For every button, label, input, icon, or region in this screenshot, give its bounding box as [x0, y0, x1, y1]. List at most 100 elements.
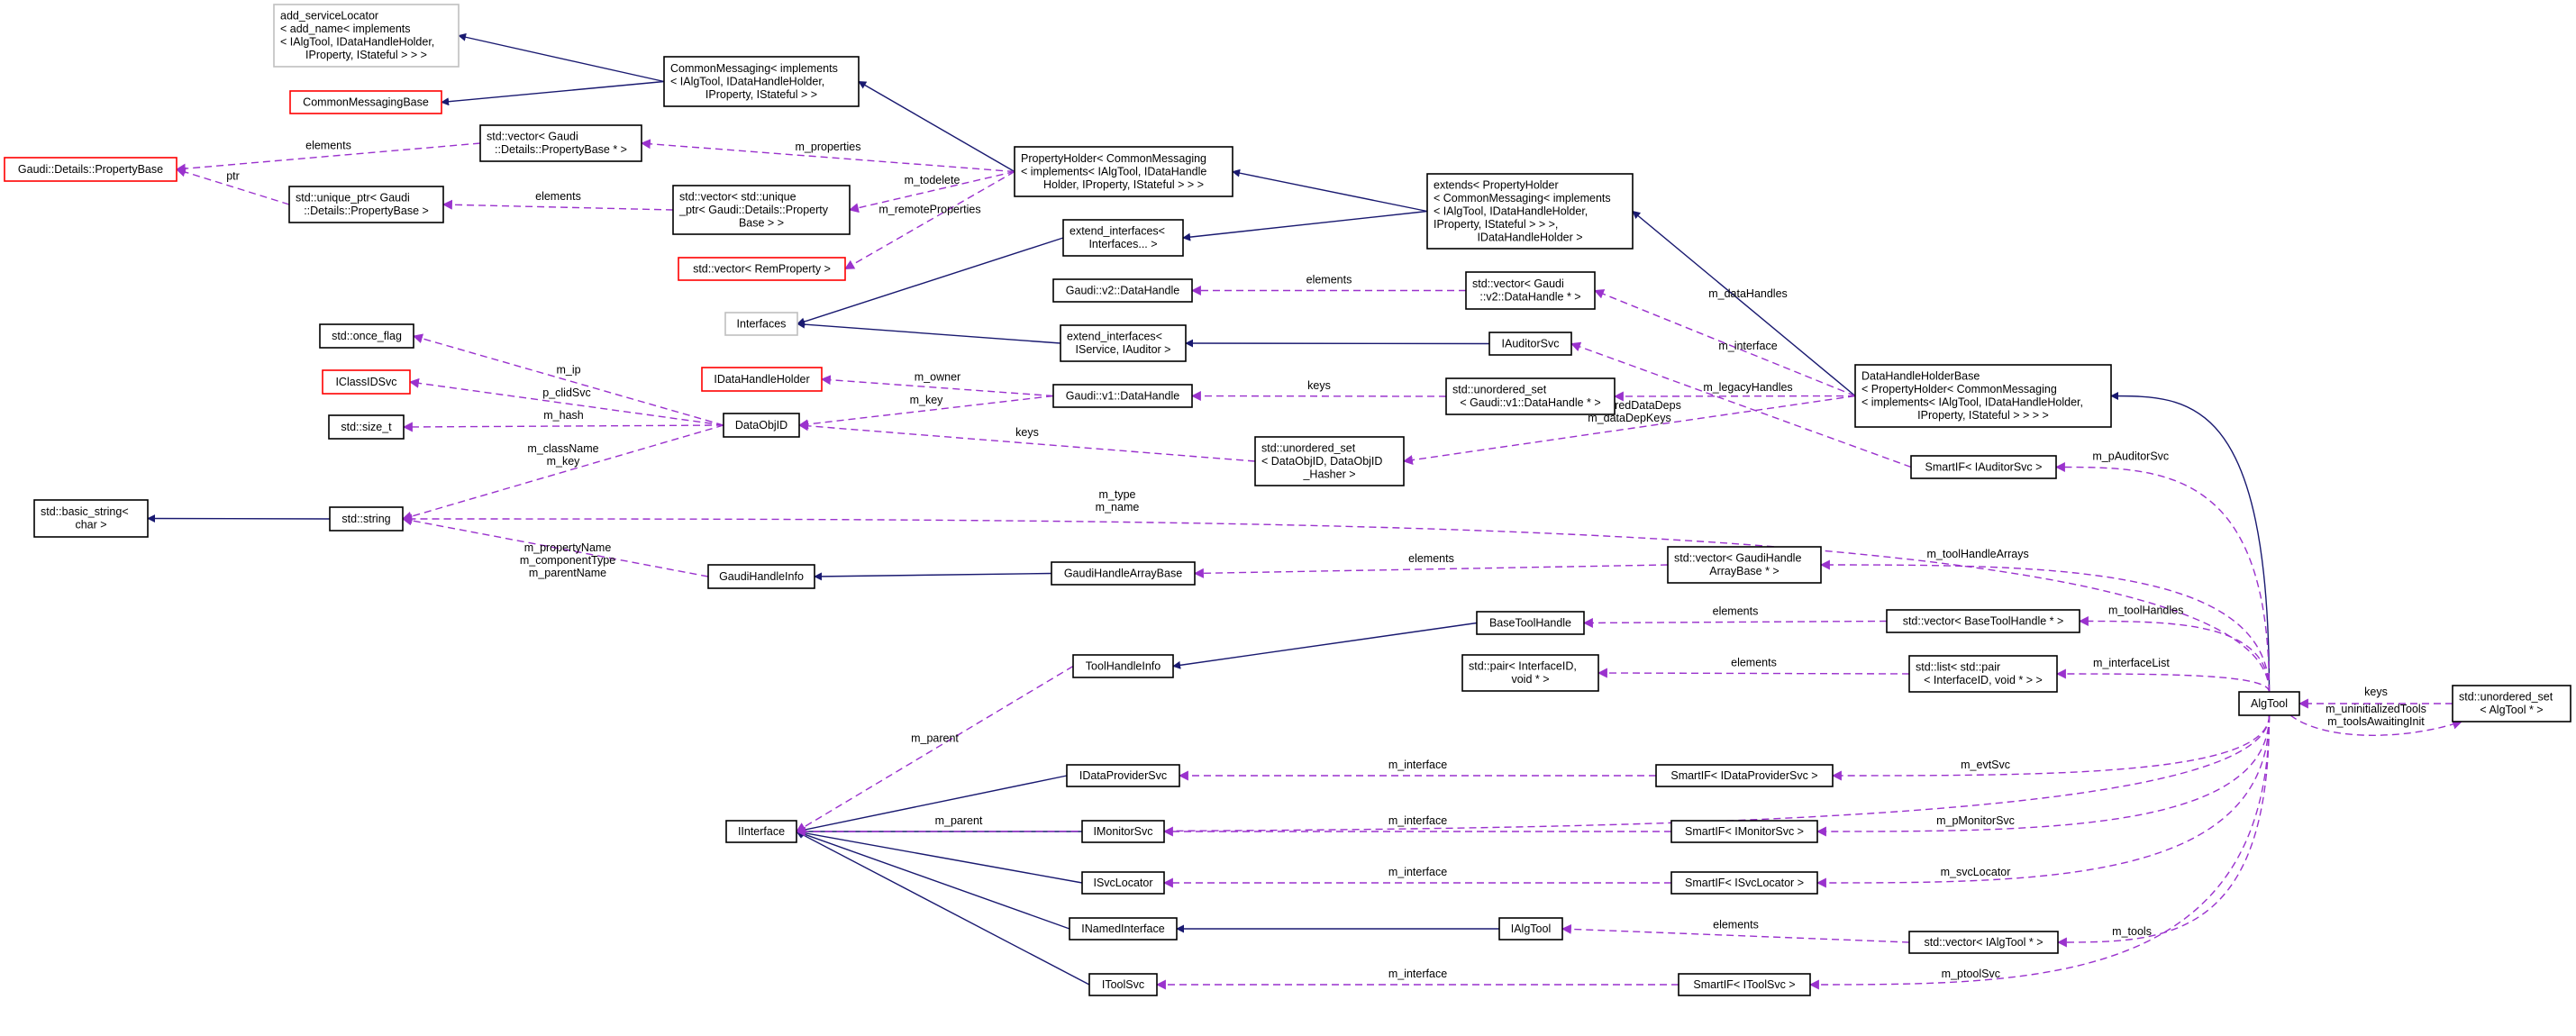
class-node-iat[interactable]: IAlgTool [1498, 917, 1563, 941]
class-node-ei2[interactable]: extend_interfaces<IService, IAuditor > [1060, 324, 1187, 362]
class-box[interactable] [4, 157, 177, 182]
class-node-usdo[interactable]: std::unordered_set< DataObjID, DataObjID… [1254, 436, 1405, 486]
class-node-ext[interactable]: extends< PropertyHolder< CommonMessaging… [1426, 173, 1634, 250]
class-box[interactable] [1908, 931, 2059, 954]
class-node-ph[interactable]: PropertyHolder< CommonMessaging< impleme… [1014, 146, 1233, 197]
class-node-its[interactable]: IToolSvc [1088, 973, 1158, 996]
class-box[interactable] [1670, 871, 1818, 895]
class-node-bs[interactable]: std::basic_string<char > [33, 499, 149, 538]
class-box[interactable] [1066, 764, 1180, 787]
class-box[interactable] [328, 414, 405, 440]
class-node-ei1[interactable]: extend_interfaces<Interfaces... > [1062, 219, 1184, 257]
class-box[interactable] [1667, 546, 1822, 584]
class-box[interactable] [2452, 685, 2571, 722]
class-box[interactable] [1908, 655, 2058, 693]
class-box[interactable] [701, 367, 823, 392]
class-node-up[interactable]: std::unique_ptr< Gaudi::Details::Propert… [288, 186, 444, 223]
class-node-bth[interactable]: BaseToolHandle [1476, 611, 1585, 635]
class-box[interactable] [678, 257, 846, 281]
class-node-ii[interactable]: IInterface [725, 820, 797, 843]
class-box[interactable] [723, 413, 800, 438]
class-node-addsl[interactable]: add_serviceLocator< add_name< implements… [273, 4, 460, 68]
class-node-cm[interactable]: CommonMessaging< implements< IAlgTool, I… [663, 56, 860, 107]
class-node-sits[interactable]: SmartIF< IToolSvc > [1678, 973, 1811, 996]
class-node-ghi[interactable]: GaudiHandleInfo [707, 564, 815, 589]
class-box[interactable] [289, 90, 442, 114]
class-box[interactable] [663, 56, 860, 107]
class-box[interactable] [1081, 871, 1165, 895]
class-box[interactable] [329, 506, 404, 532]
class-node-usv1[interactable]: std::unordered_set< Gaudi::v1::DataHandl… [1445, 377, 1616, 415]
class-node-dhhb[interactable]: DataHandleHolderBase< PropertyHolder< Co… [1854, 364, 2112, 428]
class-node-sidps[interactable]: SmartIF< IDataProviderSvc > [1655, 764, 1834, 787]
class-node-vgha[interactable]: std::vector< GaudiHandleArrayBase * > [1667, 546, 1822, 584]
class-node-vup[interactable]: std::vector< std::unique_ptr< Gaudi::Det… [672, 185, 851, 235]
class-node-v2[interactable]: Gaudi::v2::DataHandle [1052, 278, 1193, 303]
class-box[interactable] [1854, 364, 2112, 428]
class-node-usalg[interactable]: std::unordered_set< AlgTool * > [2452, 685, 2571, 722]
class-node-ims[interactable]: IMonitorSvc [1081, 820, 1165, 843]
class-box[interactable] [33, 499, 149, 538]
class-box[interactable] [724, 312, 798, 336]
class-box[interactable] [1476, 611, 1585, 635]
class-box[interactable] [1426, 173, 1634, 250]
class-box[interactable] [1062, 219, 1184, 257]
class-box[interactable] [1051, 561, 1196, 586]
class-box[interactable] [1060, 324, 1187, 362]
class-box[interactable] [1052, 384, 1193, 408]
class-node-idps[interactable]: IDataProviderSvc [1066, 764, 1180, 787]
class-box[interactable] [273, 4, 460, 68]
class-box[interactable] [1465, 271, 1596, 310]
class-box[interactable] [1461, 654, 1599, 692]
class-node-ini[interactable]: INamedInterface [1069, 917, 1178, 941]
class-node-once[interactable]: std::once_flag [319, 323, 414, 349]
class-box[interactable] [479, 124, 642, 162]
class-box[interactable] [725, 820, 797, 843]
class-box[interactable] [1678, 973, 1811, 996]
class-box[interactable] [1088, 973, 1158, 996]
class-box[interactable] [1072, 654, 1174, 678]
class-box[interactable] [1886, 609, 2080, 633]
class-node-pb[interactable]: Gaudi::Details::PropertyBase [4, 157, 177, 182]
class-box[interactable] [2238, 691, 2300, 716]
class-node-ghab[interactable]: GaudiHandleArrayBase [1051, 561, 1196, 586]
class-node-viat[interactable]: std::vector< IAlgTool * > [1908, 931, 2059, 954]
class-box[interactable] [322, 369, 411, 395]
class-node-idhh[interactable]: IDataHandleHolder [701, 367, 823, 392]
class-box[interactable] [672, 185, 851, 235]
class-node-vv2[interactable]: std::vector< Gaudi::v2::DataHandle * > [1465, 271, 1596, 310]
class-node-ias[interactable]: IAuditorSvc [1488, 332, 1572, 356]
class-box[interactable] [1081, 820, 1165, 843]
class-box[interactable] [1014, 146, 1233, 197]
class-node-pair[interactable]: std::pair< InterfaceID,void * > [1461, 654, 1599, 692]
class-box[interactable] [1670, 820, 1818, 843]
class-box[interactable] [1488, 332, 1572, 356]
class-box[interactable] [319, 323, 414, 349]
class-node-sias[interactable]: SmartIF< IAuditorSvc > [1910, 455, 2057, 479]
class-box[interactable] [1655, 764, 1834, 787]
class-box[interactable] [1498, 917, 1563, 941]
class-box[interactable] [1254, 436, 1405, 486]
class-node-thi[interactable]: ToolHandleInfo [1072, 654, 1174, 678]
class-node-vbth[interactable]: std::vector< BaseToolHandle * > [1886, 609, 2080, 633]
class-node-str[interactable]: std::string [329, 506, 404, 532]
class-node-list[interactable]: std::list< std::pair< InterfaceID, void … [1908, 655, 2058, 693]
class-node-icl[interactable]: IClassIDSvc [322, 369, 411, 395]
class-box[interactable] [1052, 278, 1193, 303]
class-node-vpb[interactable]: std::vector< Gaudi::Details::PropertyBas… [479, 124, 642, 162]
class-node-rem[interactable]: std::vector< RemProperty > [678, 257, 846, 281]
class-node-sims[interactable]: SmartIF< IMonitorSvc > [1670, 820, 1818, 843]
class-node-st[interactable]: std::size_t [328, 414, 405, 440]
class-box[interactable] [1445, 377, 1616, 415]
class-node-isl[interactable]: ISvcLocator [1081, 871, 1165, 895]
class-node-sisl[interactable]: SmartIF< ISvcLocator > [1670, 871, 1818, 895]
class-box[interactable] [1069, 917, 1178, 941]
class-node-ifs[interactable]: Interfaces [724, 312, 798, 336]
class-box[interactable] [1910, 455, 2057, 479]
class-node-cmb[interactable]: CommonMessagingBase [289, 90, 442, 114]
class-node-doid[interactable]: DataObjID [723, 413, 800, 438]
class-node-alg[interactable]: AlgTool [2238, 691, 2300, 716]
class-box[interactable] [288, 186, 444, 223]
class-box[interactable] [707, 564, 815, 589]
class-node-v1[interactable]: Gaudi::v1::DataHandle [1052, 384, 1193, 408]
